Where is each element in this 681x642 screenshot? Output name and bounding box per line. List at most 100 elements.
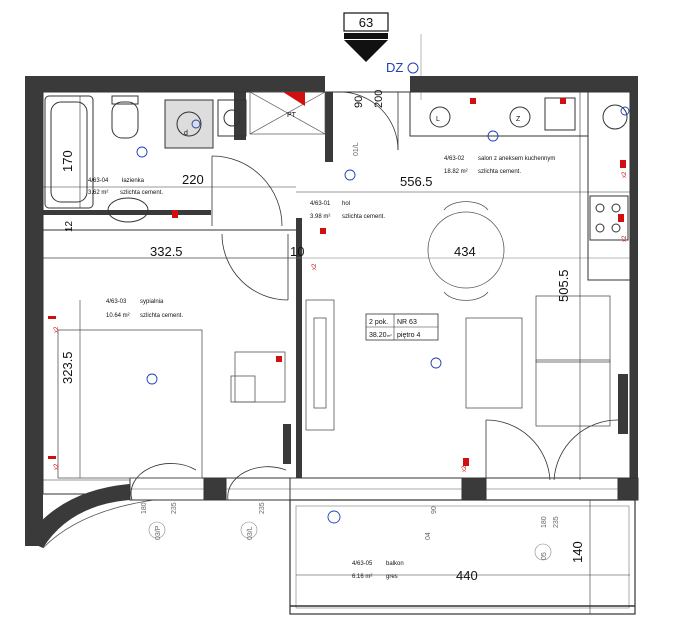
apartment-marker: 63 DZ (343, 12, 422, 100)
washing-machine-drum (176, 111, 202, 137)
window-h-235-left: 235 (171, 502, 178, 514)
tv-unit (305, 299, 335, 431)
wm-label: d (184, 130, 188, 137)
room-label-bathroom: 4/63-04 łazienka 3.62 m² szlichta cement… (88, 178, 163, 196)
socket-living (463, 458, 469, 466)
entrance-symbol-icon (407, 62, 419, 74)
socket-desk (276, 356, 282, 362)
bathtub-inner (50, 101, 88, 203)
bed-icon (57, 329, 203, 479)
kitchen-boiler-icon (602, 104, 628, 130)
room-area-hall: 3.98 m² (310, 214, 330, 220)
socket-labels: x2 x2 x2 x2 x2 x2 (54, 171, 628, 472)
tv-screen-icon (313, 317, 327, 409)
room-finish-bedroom: szlichta cement. (140, 313, 183, 319)
x2-bedroom-1: x2 (54, 326, 60, 333)
socket-marks (48, 98, 626, 466)
burner-2-icon (611, 203, 621, 213)
ceiling-light-bedroom-icon (146, 373, 158, 385)
room-name-hall: hol (342, 201, 350, 207)
room-finish-hall: szlichta cement. (342, 214, 385, 220)
socket-kitchen-1 (620, 160, 626, 168)
dim-140: 140 (570, 541, 585, 563)
kitchen-l-label: L (436, 116, 440, 123)
bathroom-door-swing (211, 155, 283, 227)
x2-cooktop: x2 (622, 235, 628, 242)
window-label-mid: 03/L (247, 526, 254, 540)
socket-hall (320, 228, 326, 234)
room-code-bathroom: 4/63-04 (88, 178, 109, 184)
toilet-icon (111, 101, 139, 139)
kitchen-z-label: Z (516, 116, 521, 123)
x2-living: x2 (462, 465, 468, 472)
window-swing-left (130, 463, 197, 501)
ceiling-light-bathroom-icon (136, 146, 148, 158)
socket-counter-2 (560, 98, 566, 104)
kitchen-z-appliance-icon (509, 106, 531, 128)
window-h-180-right: 180 (541, 516, 548, 528)
room-area-bathroom: 3.62 m² (88, 190, 108, 196)
dim-505: 505.5 (556, 269, 571, 302)
desk-chair-icon (230, 375, 256, 403)
dimension-labels: 220 556.5 170 12 332.5 10 434 505.5 323.… (60, 90, 585, 583)
pt-label: PT (287, 112, 297, 119)
socket-bedroom-1 (48, 316, 56, 319)
room-area-living: 18.82 m² (444, 169, 468, 175)
balcony-door-swing-1 (485, 419, 551, 481)
dim-556: 556.5 (400, 174, 433, 189)
unit-number: NR 63 (397, 319, 417, 326)
balcony-inner (295, 505, 630, 609)
room-finish-living: szlichta cement. (478, 169, 521, 175)
x2-bedroom-2: x2 (54, 463, 60, 470)
electrical-symbols (136, 106, 630, 524)
dim-12: 12 (64, 220, 75, 232)
room-label-balcony: 4/63-05 balkon 6.16 m² gres (352, 561, 404, 580)
wall-stub (283, 424, 291, 464)
ceiling-light-kitchen-icon (487, 130, 499, 142)
unit-area-unit: m² (387, 333, 392, 338)
window-pier-3 (617, 477, 639, 501)
washing-machine-icon (164, 99, 214, 149)
toilet-tank (111, 95, 139, 105)
burner-1-icon (595, 203, 605, 213)
kitchen-fixtures (409, 91, 631, 281)
wall-bath-bedroom (43, 210, 211, 215)
boiler-circle (223, 109, 241, 127)
room-name-living: salon z aneksem kuchennym (478, 156, 555, 162)
bathtub (44, 95, 94, 209)
dim-323: 323.5 (60, 351, 75, 384)
ceiling-light-living-icon (430, 357, 442, 369)
chair-top-icon (443, 201, 489, 211)
apartment-number: 63 (359, 15, 373, 30)
dim-200: 200 (373, 90, 385, 108)
socket-counter-1 (470, 98, 476, 104)
unit-area: 38.20 (369, 332, 387, 339)
marker-bar (344, 33, 388, 39)
room-code-living: 4/63-02 (444, 156, 465, 162)
socket-bath (172, 210, 178, 218)
room-label-living: 4/63-02 salon z aneksem kuchennym 18.82 … (444, 156, 555, 175)
wall-top-right (410, 76, 638, 92)
dim-332: 332.5 (150, 244, 183, 259)
curved-wall (25, 484, 130, 548)
room-code-bedroom: 4/63-03 (106, 299, 127, 305)
window-circle-right (534, 543, 552, 561)
entrance-door-swing (339, 91, 399, 151)
window-circle-mid (240, 521, 258, 539)
room-area-balcony: 6.16 m² (352, 574, 372, 580)
dining-table (427, 211, 505, 289)
room-code-balcony: 4/63-05 (352, 561, 373, 567)
sofa-seam (535, 359, 611, 363)
x2-hall: x2 (312, 263, 318, 270)
window-h-90: 90 (431, 506, 438, 514)
window-labels: 03/P 03/L 05 04 180 235 235 180 235 90 0… (141, 142, 560, 560)
entrance-arrow-icon (344, 40, 388, 62)
sink-icon (107, 197, 149, 223)
walls (25, 76, 638, 546)
apartment-number-box (343, 12, 389, 32)
burner-3-icon (595, 223, 605, 233)
room-finish-bathroom: szlichta cement. (120, 190, 163, 196)
window-label-left: 03/P (155, 525, 162, 540)
shaft-cross-2 (249, 91, 326, 135)
living-furniture (305, 201, 611, 431)
